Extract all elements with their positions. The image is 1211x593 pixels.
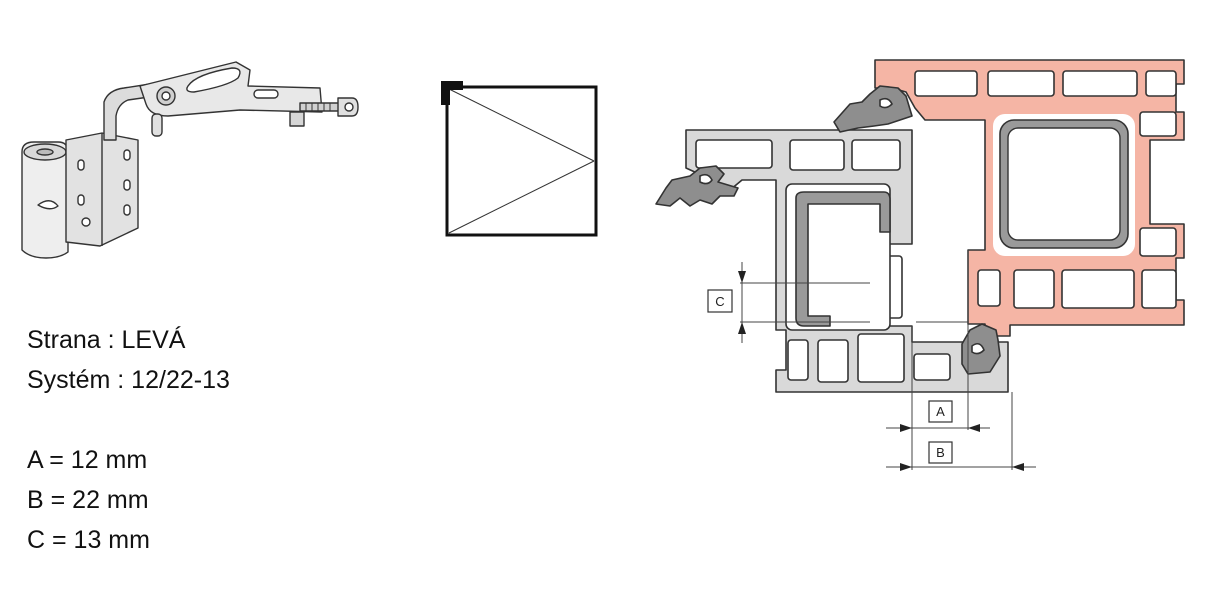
sash-profile	[874, 59, 1185, 337]
dimension-a-text: A = 12 mm	[27, 446, 148, 474]
gaskets	[655, 85, 1001, 375]
dimension-c-text: C = 13 mm	[27, 526, 150, 554]
label-b-text: B	[936, 445, 945, 460]
system-text: Systém : 12/22-13	[27, 366, 230, 394]
side-text: Strana : LEVÁ	[27, 326, 186, 354]
profile-section	[655, 59, 1185, 471]
dimension-b-text: B = 22 mm	[27, 486, 149, 514]
dimension-label-b: B	[928, 441, 953, 464]
dimension-label-a: A	[928, 400, 953, 423]
spacer	[27, 400, 230, 440]
label-a-text: A	[936, 404, 945, 419]
dimension-label-c: C	[707, 289, 733, 313]
dimension-arrows	[738, 271, 1024, 471]
frame-profile	[685, 129, 1009, 393]
hinge-illustration	[21, 61, 359, 259]
dimension-lines	[740, 250, 1036, 470]
spec-info: Strana : LEVÁ Systém : 12/22-13 A = 12 m…	[27, 320, 230, 560]
label-c-text: C	[715, 294, 724, 309]
window-opening-symbol	[441, 81, 598, 237]
